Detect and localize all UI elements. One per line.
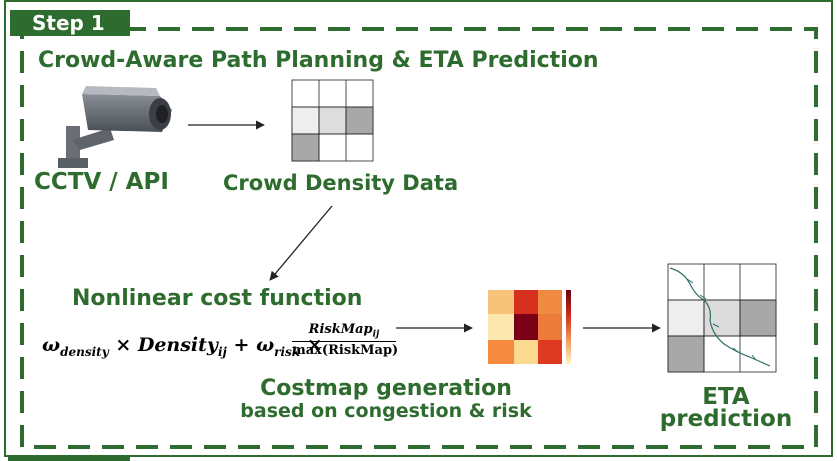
eta-path-line [669, 267, 771, 367]
formula-times-1: × [115, 334, 132, 356]
crowd-density-label: Crowd Density Data [223, 171, 459, 195]
eta-grid-icon [667, 263, 777, 373]
cctv-label: CCTV / API [34, 169, 169, 195]
formula-density: Density [137, 334, 218, 356]
eta-caption: ETA prediction [656, 384, 796, 432]
eta-caption-line1: ETA [702, 384, 750, 410]
formula-w-density-sub: density [60, 344, 109, 359]
dashed-frame [20, 27, 818, 449]
eta-path-ticks [686, 278, 757, 361]
page-title: Crowd-Aware Path Planning & ETA Predicti… [38, 48, 599, 73]
outer-border [4, 0, 833, 457]
cost-function-label: Nonlinear cost function [72, 286, 363, 311]
costmap-caption-line1: Costmap generation [260, 376, 512, 401]
formula-numerator: RiskMap [308, 322, 373, 337]
formula-w-density: ω [42, 334, 61, 356]
formula-plus: + [233, 334, 250, 356]
costmap-caption: Costmap generation based on congestion &… [216, 376, 556, 423]
costmap-heatmap-icon [488, 290, 571, 364]
eta-caption-line2: prediction [659, 406, 793, 432]
formula-density-sub: ij [217, 344, 227, 359]
formula-times-2: × [306, 334, 323, 356]
formula-numerator-sub: ij [372, 329, 380, 340]
formula-fraction-bar [292, 340, 396, 342]
crowd-density-grid-icon [291, 79, 374, 162]
costmap-caption-line2: based on congestion & risk [240, 400, 532, 422]
bottom-tab [8, 457, 130, 461]
formula-w-risk: ω [256, 334, 275, 356]
arrow-density-to-cost [269, 205, 333, 281]
cost-formula: ωdensity × Densityij + ωrisk × RiskMapij… [42, 322, 402, 366]
formula-denominator: max(RiskMap) [292, 342, 399, 358]
step-tab: Step 1 [10, 10, 130, 36]
cctv-camera-icon [58, 86, 172, 168]
formula-w-risk-sub: risk [274, 344, 301, 359]
